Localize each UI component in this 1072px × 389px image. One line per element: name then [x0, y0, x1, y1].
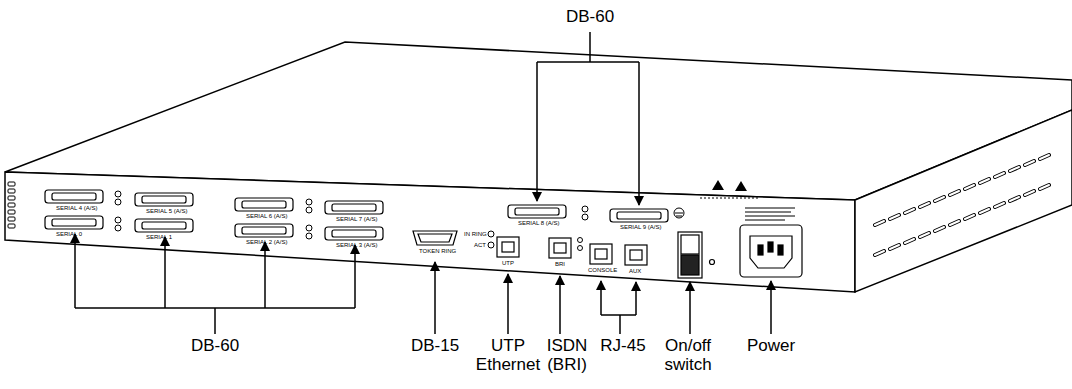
- power-socket: [740, 225, 802, 277]
- front-vents: [8, 182, 15, 228]
- rj45-jacks: [497, 237, 647, 265]
- port-label: SERIAL 7 (A/S): [336, 216, 377, 222]
- callout-label: ISDN (BRI): [541, 337, 593, 374]
- ground-symbol: [674, 208, 684, 218]
- port-label: BRI: [555, 261, 565, 267]
- port-label: SERIAL 6 (A/S): [246, 213, 287, 219]
- port-label: SERIAL 8 (A/S): [518, 220, 559, 226]
- callout-label: Power: [740, 337, 802, 356]
- callout-label: RJ-45: [592, 337, 654, 356]
- port-label: SERIAL 5 (A/S): [146, 208, 187, 214]
- chassis-front: [5, 172, 855, 292]
- callout-label: DB-15: [400, 337, 470, 356]
- callout-label: DB-60: [175, 337, 255, 356]
- warning-triangles: [700, 180, 760, 198]
- port-label: SERIAL 4 (A/S): [56, 205, 97, 211]
- port-label: SERIAL 1: [146, 234, 172, 240]
- port-label: SERIAL 0: [56, 231, 82, 237]
- port-label: CONSOLE: [588, 267, 617, 273]
- callout-label: UTP Ethernet: [472, 337, 544, 374]
- regulatory-label: [745, 208, 795, 220]
- db60-connectors: [45, 190, 668, 240]
- chassis-side: [855, 110, 1072, 292]
- callout-label: On/off switch: [657, 337, 719, 374]
- port-label: SERIAL 9 (A/S): [620, 224, 661, 230]
- port-label: UTP: [502, 260, 514, 266]
- db15-connector: [413, 231, 457, 245]
- port-label: AUX: [629, 268, 641, 274]
- side-vents: [875, 155, 1049, 255]
- port-label: SERIAL 3 (A/S): [336, 242, 377, 248]
- leader-lines: [75, 32, 771, 334]
- port-label: SERIAL 2 (A/S): [246, 239, 287, 245]
- power-switch: [678, 232, 715, 278]
- led-label: IN RING: [464, 231, 487, 237]
- port-label: TOKEN RING: [419, 248, 456, 254]
- callout-label: DB-60: [550, 8, 630, 27]
- led-label: ACT: [474, 242, 486, 248]
